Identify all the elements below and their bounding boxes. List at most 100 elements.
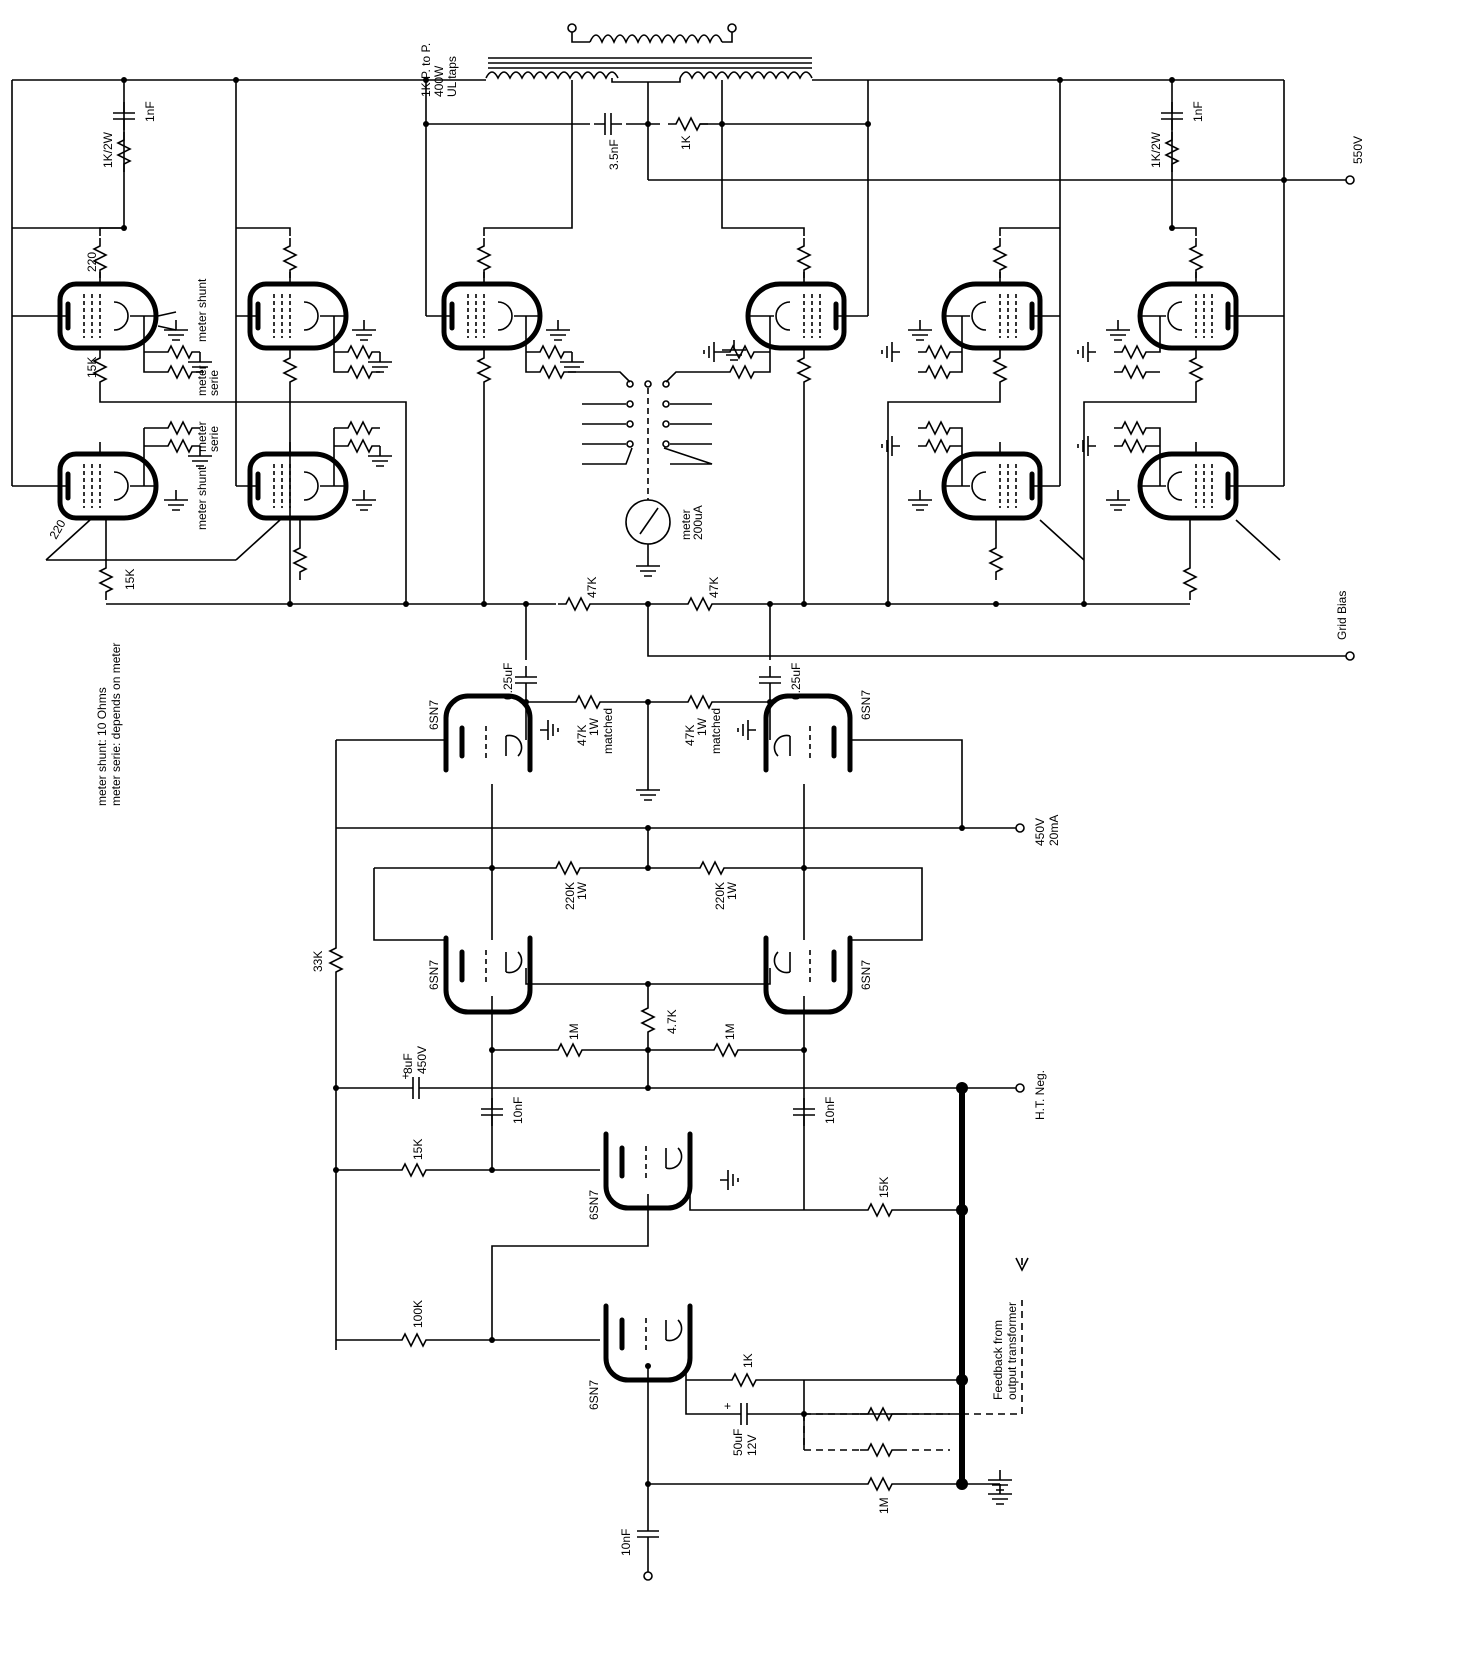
- output-tube-10: [1105, 442, 1244, 518]
- r-15k-right-label: 15K: [877, 1177, 891, 1198]
- cap-10nf-right-label: 10nF: [823, 1097, 837, 1124]
- meter: meter 200uA: [625, 499, 705, 577]
- input-cap-label: 10nF: [619, 1529, 633, 1556]
- b-plus-label: 450V: [1033, 818, 1047, 846]
- snubber-cap-right: 1nF: [1191, 101, 1205, 122]
- cap-8uf-label: 8uF: [401, 1053, 415, 1074]
- grid-bias-terminal: [1345, 651, 1355, 661]
- svg-text:47K: 47K: [575, 725, 589, 746]
- svg-text:serie: serie: [207, 426, 221, 452]
- output-transformer: [485, 23, 813, 180]
- plate-supply-label: 550V: [1351, 136, 1365, 164]
- feedback-label-2: output transformer: [1005, 1302, 1019, 1400]
- cap-025-left-label: 0.25uF: [501, 663, 515, 700]
- svg-text:400W: 400W: [432, 65, 446, 97]
- snubber-res-left: 1K/2W: [101, 131, 115, 168]
- output-tube-6: [1105, 237, 1244, 348]
- cap-10nf-left-label: 10nF: [511, 1097, 525, 1124]
- svg-text:UL taps: UL taps: [445, 56, 459, 97]
- svg-text:meter shunt: meter shunt: [195, 466, 209, 530]
- svg-text:+: +: [724, 1399, 731, 1413]
- b-plus-terminal: [1015, 823, 1025, 833]
- input-tube-upper: 6SN7: [587, 1134, 739, 1220]
- output-tube-4: [721, 237, 852, 361]
- svg-text:47K: 47K: [683, 725, 697, 746]
- svg-text:+: +: [402, 1069, 409, 1083]
- input-terminal: [643, 1571, 653, 1581]
- svg-text:meter: meter: [679, 509, 693, 540]
- meter-network-right: [881, 316, 1161, 486]
- driver-tube-left: 6SN7: [427, 938, 530, 1012]
- meter-note: meter shunt: 10 Ohms meter serie: depend…: [95, 643, 123, 806]
- b-plus-current-label: 20mA: [1047, 815, 1061, 846]
- cap-025-right-label: 0.25uF: [789, 663, 803, 700]
- r-1m-left-label: 1M: [567, 1023, 581, 1040]
- cap-50uf-v-label: 12V: [745, 1435, 759, 1456]
- svg-text:220K: 220K: [713, 882, 727, 910]
- r-15k-left-label: 15K: [411, 1139, 425, 1160]
- cf-resistor-labels: 47K 1W matched 47K 1W matched: [575, 708, 723, 754]
- snubber-res-right: 1K/2W: [1149, 131, 1163, 168]
- svg-text:6SN7: 6SN7: [427, 700, 441, 730]
- r-100k-label: 100K: [411, 1300, 425, 1328]
- meter-switch: [572, 371, 722, 500]
- svg-text:1W: 1W: [725, 881, 739, 900]
- meter-network-center: [525, 316, 771, 379]
- output-tube-3: [436, 237, 571, 348]
- svg-text:1K P. to P.: 1K P. to P.: [419, 43, 433, 97]
- r-4k7-label: 4.7K: [665, 1009, 679, 1034]
- svg-text:6SN7: 6SN7: [427, 960, 441, 990]
- r-1k-label: 1K: [741, 1353, 755, 1368]
- output-tube-1: [52, 237, 189, 348]
- ht-neg-terminal: [1015, 1083, 1025, 1093]
- snubber-cap-left: 1nF: [143, 101, 157, 122]
- svg-text:6SN7: 6SN7: [859, 690, 873, 720]
- svg-text:meter shunt: 10 Ohms: meter shunt: 10 Ohms: [95, 687, 109, 806]
- svg-text:1W: 1W: [575, 881, 589, 900]
- screen-r-lower-label: 220: [46, 517, 68, 542]
- driver-tube-cf-left: 6SN7: [427, 696, 559, 770]
- cap-50uf-label: 50uF: [731, 1429, 745, 1456]
- output-tube-5: [907, 237, 1048, 348]
- r-33k-label: 33K: [311, 951, 325, 972]
- output-tube-2: [242, 237, 377, 348]
- svg-text:1W: 1W: [695, 717, 709, 736]
- cathode-r-label: 15K: [85, 357, 99, 378]
- output-tube-9: [907, 442, 1048, 518]
- grid-r-left-label: 47K: [585, 577, 599, 598]
- coupling-res-label: 1K: [679, 135, 693, 150]
- svg-text:matched: matched: [709, 708, 723, 754]
- output-tube-8: [242, 442, 377, 518]
- svg-text:6SN7: 6SN7: [859, 960, 873, 990]
- plate-load-labels: 220K 1W 220K 1W: [563, 881, 739, 910]
- grid-bias-label: Grid Bias: [1335, 591, 1349, 640]
- svg-text:6SN7: 6SN7: [587, 1380, 601, 1410]
- driver-tube-cf-right: 6SN7: [737, 690, 873, 770]
- driver-tube-right: 6SN7: [766, 938, 873, 1012]
- grid-r-right-label: 47K: [707, 577, 721, 598]
- junction-dots: [121, 77, 1287, 1490]
- svg-text:1W: 1W: [587, 717, 601, 736]
- transformer-label: 1K P. to P. 400W UL taps: [419, 43, 459, 97]
- feedback-label-1: Feedback from: [991, 1320, 1005, 1400]
- svg-text:meter: meter: [195, 421, 209, 452]
- r-1m-bottom-label: 1M: [877, 1497, 891, 1514]
- input-tube-lower: 6SN7: [587, 1306, 690, 1410]
- ht-neg-label: H.T. Neg.: [1033, 1070, 1047, 1120]
- svg-text:6SN7: 6SN7: [587, 1190, 601, 1220]
- svg-text:meter: meter: [195, 365, 209, 396]
- svg-text:200uA: 200uA: [691, 505, 705, 540]
- svg-text:meter shunt: meter shunt: [195, 278, 209, 342]
- cap-8uf-v-label: 450V: [415, 1046, 429, 1074]
- r-1m-right-label: 1M: [723, 1023, 737, 1040]
- svg-text:meter serie: depends on meter: meter serie: depends on meter: [109, 643, 123, 806]
- screen-r-label: 220: [85, 252, 99, 272]
- plate-supply-terminal: [1345, 175, 1355, 185]
- cathode-r-lower-label: 15K: [123, 569, 137, 590]
- meter-network-left: meter shunt meter serie meter serie mete…: [143, 278, 393, 530]
- coupling-cap-label: 3.5nF: [607, 139, 621, 170]
- output-tube-7: [52, 442, 189, 518]
- svg-text:serie: serie: [207, 370, 221, 396]
- svg-text:matched: matched: [601, 708, 615, 754]
